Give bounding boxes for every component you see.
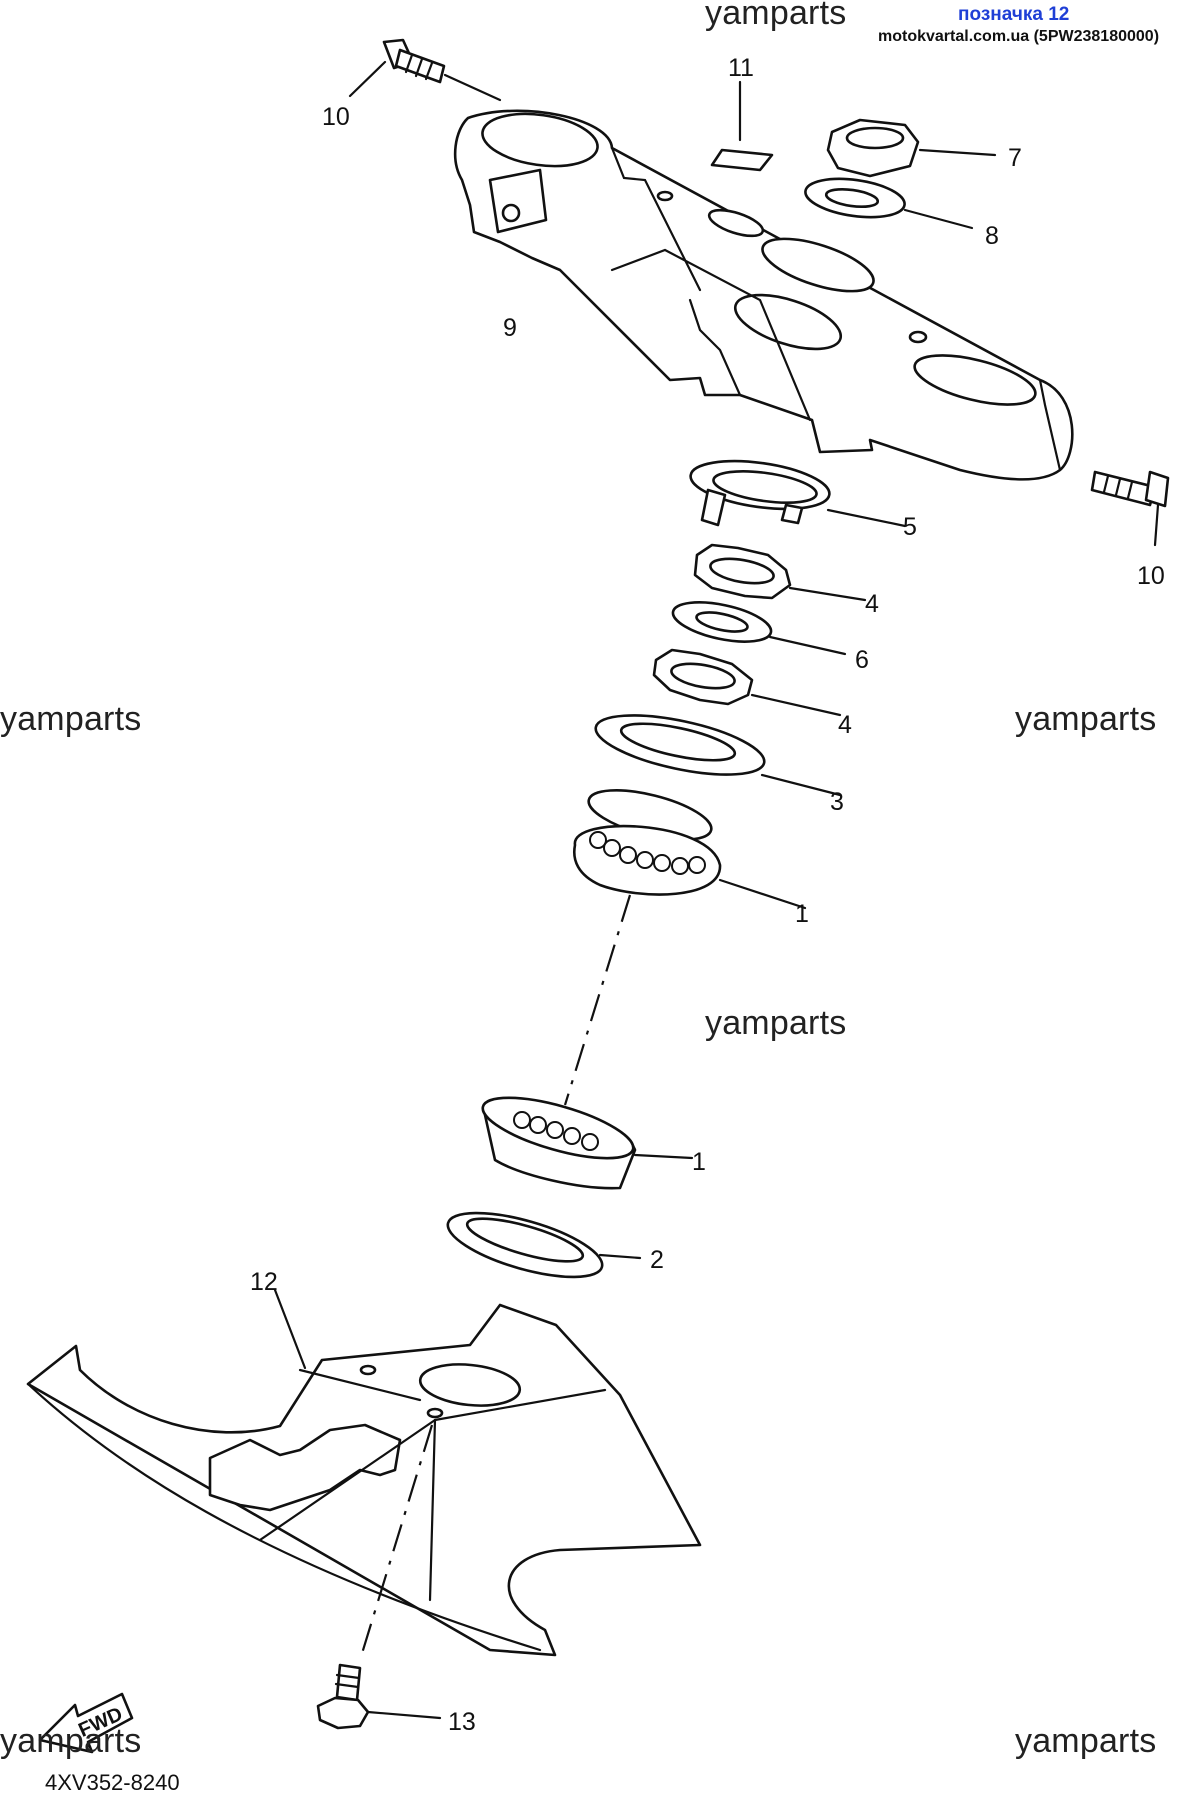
part-11-washer: [710, 80, 774, 172]
header-link[interactable]: позначка 12: [958, 4, 1070, 25]
watermark-middle: yamparts: [705, 1004, 847, 1042]
center-axis-lower: [358, 1424, 434, 1661]
callout-11: 11: [728, 54, 754, 82]
part-8-washer: [804, 177, 974, 230]
part-7-nut: [826, 118, 997, 178]
callout-3: 3: [830, 788, 844, 816]
watermark-left: yamparts: [0, 700, 142, 738]
watermark-bottom-left: yamparts: [0, 1722, 142, 1760]
callout-9: 9: [503, 314, 517, 342]
header-source: motokvartal.com.ua (5PW238180000): [878, 28, 1160, 45]
callout-4: 4: [838, 711, 852, 739]
callout-6: 6: [855, 646, 869, 674]
center-axis-upper: [563, 894, 632, 1106]
part-13-bolt: [316, 1663, 442, 1730]
fwd-arrow: FWD: [38, 1692, 134, 1754]
part-5-lock-washer: [689, 459, 907, 528]
part-1-bearing-upper: [573, 789, 807, 910]
callout-10: 10: [322, 103, 350, 131]
part-6-washer: [671, 601, 847, 656]
part-10-bolt-lower: [1090, 470, 1170, 547]
part-4-ring-nut-lower: [652, 648, 842, 717]
callout-7: 7: [1008, 144, 1022, 172]
watermark-top: yamparts: [705, 0, 847, 32]
callout-13: 13: [448, 1708, 476, 1736]
callout-1: 1: [692, 1148, 706, 1176]
watermark-bottom-right: yamparts: [1015, 1722, 1157, 1760]
callout-4: 4: [865, 590, 879, 618]
part-2-seal: [446, 1211, 642, 1279]
part-4-ring-nut-upper: [693, 543, 867, 602]
part-9-upper-bracket: [453, 109, 1074, 481]
diagram-code: 4XV352-8240: [45, 1770, 180, 1795]
callout-8: 8: [985, 222, 999, 250]
callout-1: 1: [795, 900, 809, 928]
part-12-cover: [26, 1288, 702, 1657]
callout-12: 12: [250, 1268, 278, 1296]
part-10-bolt-upper: [348, 38, 502, 102]
callout-5: 5: [903, 513, 917, 541]
part-3-seal: [594, 714, 842, 797]
callout-10: 10: [1137, 562, 1165, 590]
part-1-bearing-lower: [481, 1096, 694, 1190]
callout-2: 2: [650, 1246, 664, 1274]
watermark-right: yamparts: [1015, 700, 1157, 738]
